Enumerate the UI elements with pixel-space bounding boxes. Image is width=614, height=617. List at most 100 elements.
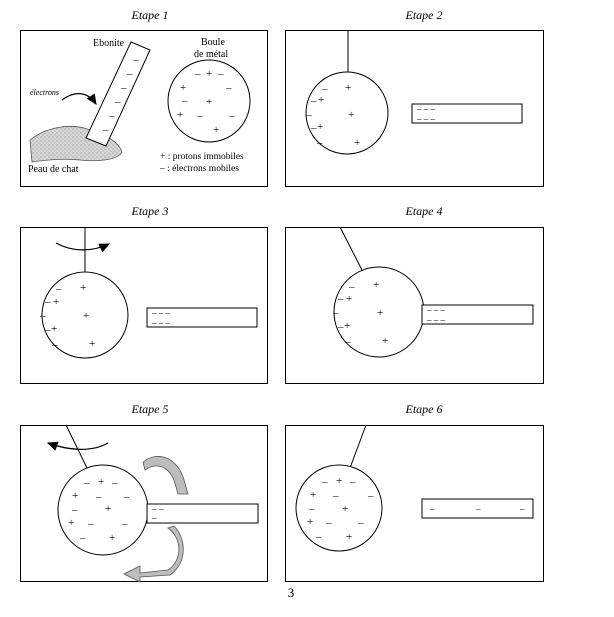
ball-minus: – (332, 490, 339, 502)
suspension-thread (339, 226, 363, 271)
ebonite-rod-charges: – – – – – – (102, 54, 139, 136)
ball-plus: + (80, 282, 86, 294)
rod-minus: – (429, 504, 435, 514)
step-6-title: Etape 6 (405, 402, 443, 416)
rod-minus: – (120, 82, 127, 94)
ball-minus: – (121, 518, 128, 530)
suspension-thread (349, 424, 367, 469)
ball-minus: – (367, 490, 374, 502)
legend-electrons: – : électrons mobiles (159, 164, 239, 174)
step-4-drawing: – + – + – + – + – + – – – – – – (332, 226, 534, 358)
step-4-title: Etape 4 (405, 204, 443, 218)
electron-flow-arrow-top (142, 456, 189, 495)
rod-minus: – (151, 504, 157, 514)
rod-charges: – – – (151, 318, 171, 328)
ebonite-rod (85, 41, 151, 147)
rotation-arrow (55, 242, 111, 253)
ball-plus: + (83, 310, 89, 322)
discharged-rod (421, 498, 534, 519)
rod-minus: – (108, 110, 115, 122)
ball-plus: + (51, 323, 57, 335)
rod-minus: – (132, 54, 139, 66)
ball-plus: + (53, 296, 59, 308)
ball-plus: + (206, 96, 212, 108)
ball-minus: – (39, 310, 46, 322)
charged-rod (146, 307, 258, 328)
ball-minus: – (344, 336, 351, 348)
metal-ball (41, 271, 129, 359)
metal-ball-charges: – + – + – + – + – + (39, 282, 95, 351)
metal-ball-charges: – + – + – – + – + – – – + (307, 475, 374, 543)
rod-charges: – – – (416, 104, 436, 114)
ball-plus: + (342, 503, 348, 515)
metal-ball-charges: – + – + – – + – + – – – + (68, 476, 130, 544)
ball-minus: – (349, 476, 356, 488)
ball-minus: – (315, 531, 322, 543)
rod-minus: – (102, 124, 109, 136)
ball-plus: + (346, 293, 352, 305)
metal-ball-charges: – + – + – + – + – + (305, 82, 360, 149)
ball-minus: – (71, 504, 78, 516)
ball-plus: + (177, 109, 183, 121)
step-3-title: Etape 3 (131, 204, 169, 218)
rod-minus: – (519, 504, 525, 514)
suspension-thread (65, 424, 88, 469)
metal-ball-charges: – + – + – – + + – – + (177, 68, 235, 136)
ball-minus: – (321, 83, 328, 95)
ball-plus: + (344, 320, 350, 332)
metal-ball (305, 71, 389, 155)
metal-ball (167, 59, 251, 143)
ball-minus: – (44, 324, 51, 336)
ball-plus: + (346, 531, 352, 543)
sphere-label-line2: de métal (194, 49, 228, 60)
ball-plus: + (336, 475, 342, 487)
step-5-drawing: – + – + – – + – + – – – + – – – (46, 424, 259, 583)
ball-plus: + (318, 94, 324, 106)
ball-minus: – (123, 491, 130, 503)
charged-rod (411, 103, 523, 124)
ball-plus: + (307, 516, 313, 528)
ball-plus: + (377, 307, 383, 319)
ball-plus: + (345, 82, 351, 94)
metal-ball (295, 464, 383, 552)
ball-plus: + (348, 109, 354, 121)
step-1-title: Etape 1 (131, 8, 169, 22)
charged-rod (146, 503, 259, 524)
ball-minus: – (310, 122, 317, 134)
ball-minus: – (228, 110, 235, 122)
ball-minus: – (55, 283, 62, 295)
ball-minus: – (95, 491, 102, 503)
electron-transfer-arrow (61, 93, 97, 105)
step-2-title: Etape 2 (405, 8, 443, 22)
step-3-panel (20, 227, 268, 384)
ball-minus: – (305, 109, 312, 121)
ball-minus: – (308, 503, 315, 515)
rod-charges: – – – (426, 305, 446, 315)
ball-plus: + (354, 137, 360, 149)
ball-plus: + (373, 279, 379, 291)
electron-flow-arrow-bottom (123, 525, 184, 583)
page-number: 3 (287, 585, 295, 600)
ball-minus: – (337, 321, 344, 333)
rod-charges: – – – (151, 308, 171, 318)
ball-minus: – (348, 281, 355, 293)
ball-minus: – (79, 532, 86, 544)
ball-plus: + (213, 124, 219, 136)
ball-plus: + (180, 82, 186, 94)
ball-minus: – (225, 82, 232, 94)
rod-charges: – – – (416, 114, 436, 124)
ball-minus: – (83, 477, 90, 489)
step-6-drawing: – + – + – – + – + – – – + – – – (295, 424, 534, 552)
ball-minus: – (321, 476, 328, 488)
rod-minus: – (158, 504, 164, 514)
step-2-drawing: – + – + – + – + – + – – – – – – (305, 30, 523, 155)
step-3-drawing: – + – + – + – + – + – – – – – – (39, 227, 258, 359)
rod-minus: – (151, 513, 157, 523)
ball-minus: – (181, 95, 188, 107)
sphere-label-line1: Boule (201, 37, 225, 48)
ebonite-label: Ebonite (93, 38, 125, 49)
metal-ball-charges: – + – + – + – + – + (332, 279, 388, 348)
ball-minus: – (332, 307, 339, 319)
ball-plus: + (105, 503, 111, 515)
step-5-title: Etape 5 (131, 402, 169, 416)
